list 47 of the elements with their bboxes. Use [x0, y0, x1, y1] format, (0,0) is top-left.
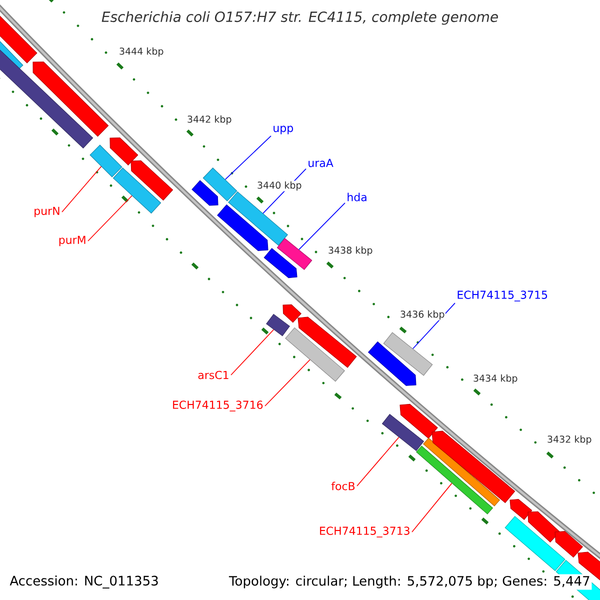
gene-bar — [0, 46, 94, 148]
gene-label: hda — [348, 192, 366, 202]
gene-bar — [90, 144, 122, 178]
gene-label: upp — [274, 126, 293, 134]
gene-label: ECH74115_3715 — [458, 290, 548, 302]
gene-bar — [383, 332, 433, 376]
gene-label: ECH74115_3716 — [173, 400, 263, 412]
gene-label: uraA — [308, 158, 334, 168]
leader-line — [230, 329, 274, 376]
footer-text: Accession: NC_011353 — [8, 574, 160, 590]
leader-line — [88, 195, 132, 242]
gene-block — [130, 160, 174, 201]
gene-block — [432, 430, 516, 504]
scale-label: 3436 kbp — [399, 310, 446, 320]
scale-label: 3438 kbp — [327, 246, 374, 256]
gene-label: focB — [331, 482, 355, 490]
scale-label: 3442 kbp — [186, 114, 232, 126]
leader-line — [62, 166, 102, 212]
gene-bar — [285, 327, 345, 382]
scale-label: 3432 kbp — [546, 434, 592, 446]
gene-bar — [202, 168, 238, 202]
gene-block — [298, 316, 357, 368]
scale-label: 3440 kbp — [256, 180, 302, 192]
gene-label: arsC1 — [198, 370, 228, 380]
gene-block — [110, 138, 138, 166]
leader-line — [412, 482, 452, 532]
gene-block — [510, 498, 532, 520]
gene-label: purM — [59, 236, 86, 246]
scale-label: 3444 kbp — [118, 46, 164, 58]
gene-block — [32, 62, 109, 137]
gene-block — [282, 304, 302, 323]
gene-block — [192, 180, 218, 206]
gene-block — [400, 404, 438, 439]
leader-line — [356, 436, 400, 486]
gene-label: ECH74115_3713 — [320, 526, 410, 538]
leader-line — [298, 202, 346, 250]
gene-label: purN — [34, 206, 60, 218]
gene-block — [554, 531, 583, 558]
leader-line — [264, 359, 310, 406]
scale-label: 3434 kbp — [472, 374, 518, 384]
gene-bar — [228, 191, 288, 246]
footer-text: Topology: circular; Length: 5,572,075 bp; Genes: 5,447 — [228, 574, 592, 590]
gene-block — [217, 204, 268, 251]
leader-line — [224, 135, 272, 180]
gene-block — [528, 511, 560, 543]
title: Escherichia coli O157:H7 str. EC4115, complete genome — [102, 11, 498, 25]
gene-bar — [266, 314, 290, 336]
